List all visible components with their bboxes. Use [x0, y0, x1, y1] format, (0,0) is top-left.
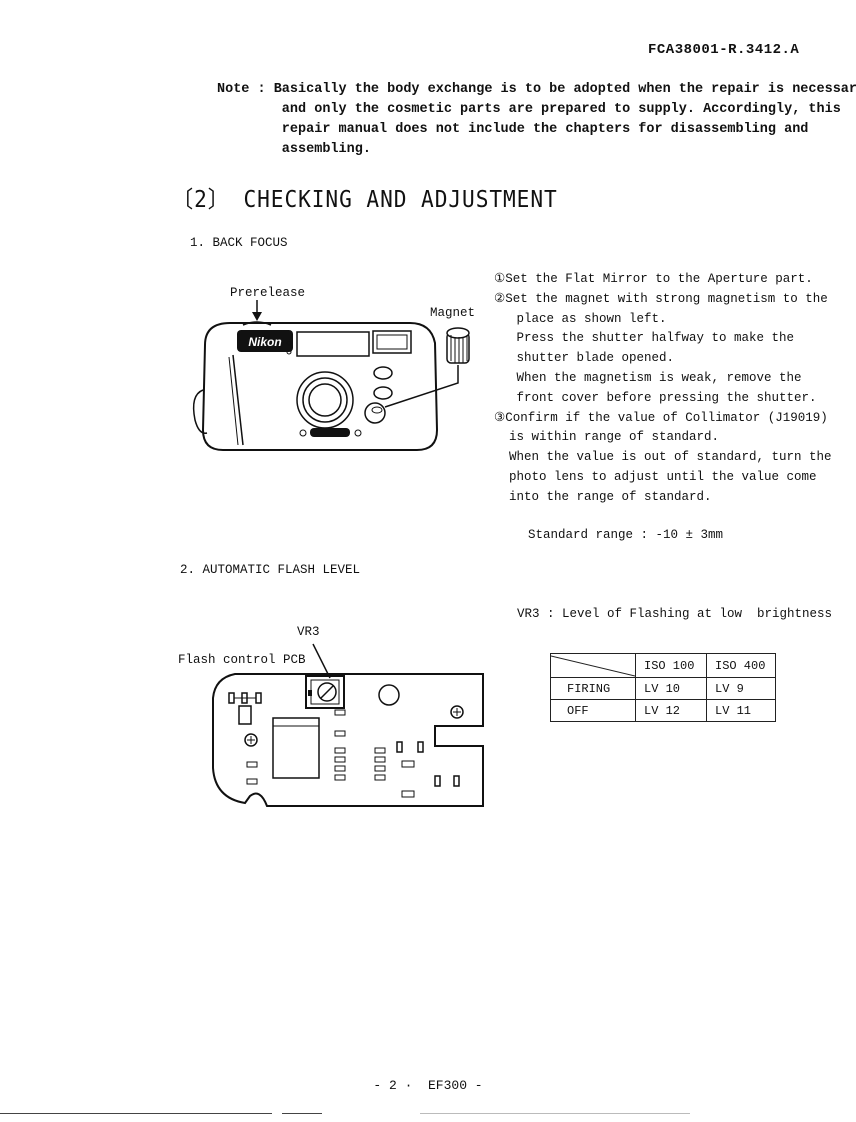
section-title: 〔2〕 CHECKING AND ADJUSTMENT [172, 187, 558, 213]
step-line: When the value is out of standard, turn … [494, 450, 832, 465]
standard-range: Standard range : -10 ± 3mm [528, 528, 724, 542]
table-row: OFF LV 12 LV 11 [550, 699, 776, 722]
back-focus-steps: ①Set the Flat Mirror to the Aperture par… [494, 270, 832, 508]
document-id: FCA38001-R.3412.A [648, 42, 800, 58]
prerelease-label: Prerelease [230, 286, 306, 300]
bottom-rule [0, 1113, 272, 1114]
flash-level-table: ISO 100 ISO 400 FIRING LV 10 LV 9 OFF LV… [550, 653, 776, 722]
table-corner-cell [550, 653, 636, 678]
step-line: into the range of standard. [494, 489, 712, 504]
diagonal-line [551, 655, 635, 677]
step-line: shutter blade opened. [494, 351, 675, 366]
vr3-caption: VR3 : Level of Flashing at low brightnes… [517, 607, 833, 621]
note-line: repair manual does not include the chapt… [217, 122, 809, 137]
step-line: When the magnetism is weak, remove the [494, 370, 802, 385]
camera-diagram: Nikon [192, 300, 470, 451]
pcb-diagram [212, 643, 484, 807]
table-cell: LV 9 [706, 677, 776, 700]
step-line: is within range of standard. [494, 430, 720, 445]
page-footer: - 2 · EF300 - [373, 1078, 483, 1093]
table-cell: OFF [550, 699, 636, 722]
note-line: Note : Basically the body exchange is to… [217, 82, 856, 97]
bottom-rule [282, 1113, 322, 1114]
flash-heading: 2. AUTOMATIC FLASH LEVEL [180, 563, 361, 577]
table-header-cell: ISO 400 [706, 653, 776, 678]
magnet-label: Magnet [430, 306, 476, 320]
table-header-row: ISO 100 ISO 400 [550, 653, 776, 678]
note-line: and only the cosmetic parts are prepared… [217, 102, 841, 117]
table-header-cell: ISO 100 [635, 653, 707, 678]
table-cell: LV 12 [635, 699, 707, 722]
step-line: place as shown left. [494, 311, 667, 326]
vr3-label: VR3 [297, 625, 320, 639]
bottom-rule [420, 1113, 690, 1114]
step-line: ②Set the magnet with strong magnetism to… [494, 291, 828, 306]
table-row: FIRING LV 10 LV 9 [550, 677, 776, 700]
nikon-logo: Nikon [248, 335, 281, 349]
table-cell: LV 10 [635, 677, 707, 700]
step-line: Press the shutter halfway to make the [494, 331, 795, 346]
pcb-label: Flash control PCB [178, 653, 306, 667]
step-line: ①Set the Flat Mirror to the Aperture par… [494, 272, 813, 286]
table-cell: FIRING [550, 677, 636, 700]
step-line: front cover before pressing the shutter. [494, 390, 817, 405]
note-line: assembling. [217, 142, 371, 157]
back-focus-heading: 1. BACK FOCUS [190, 236, 288, 250]
step-line: ③Confirm if the value of Collimator (J19… [494, 410, 828, 425]
note-block: Note : Basically the body exchange is to… [217, 80, 856, 160]
step-line: photo lens to adjust until the value com… [494, 469, 817, 484]
table-cell: LV 11 [706, 699, 776, 722]
